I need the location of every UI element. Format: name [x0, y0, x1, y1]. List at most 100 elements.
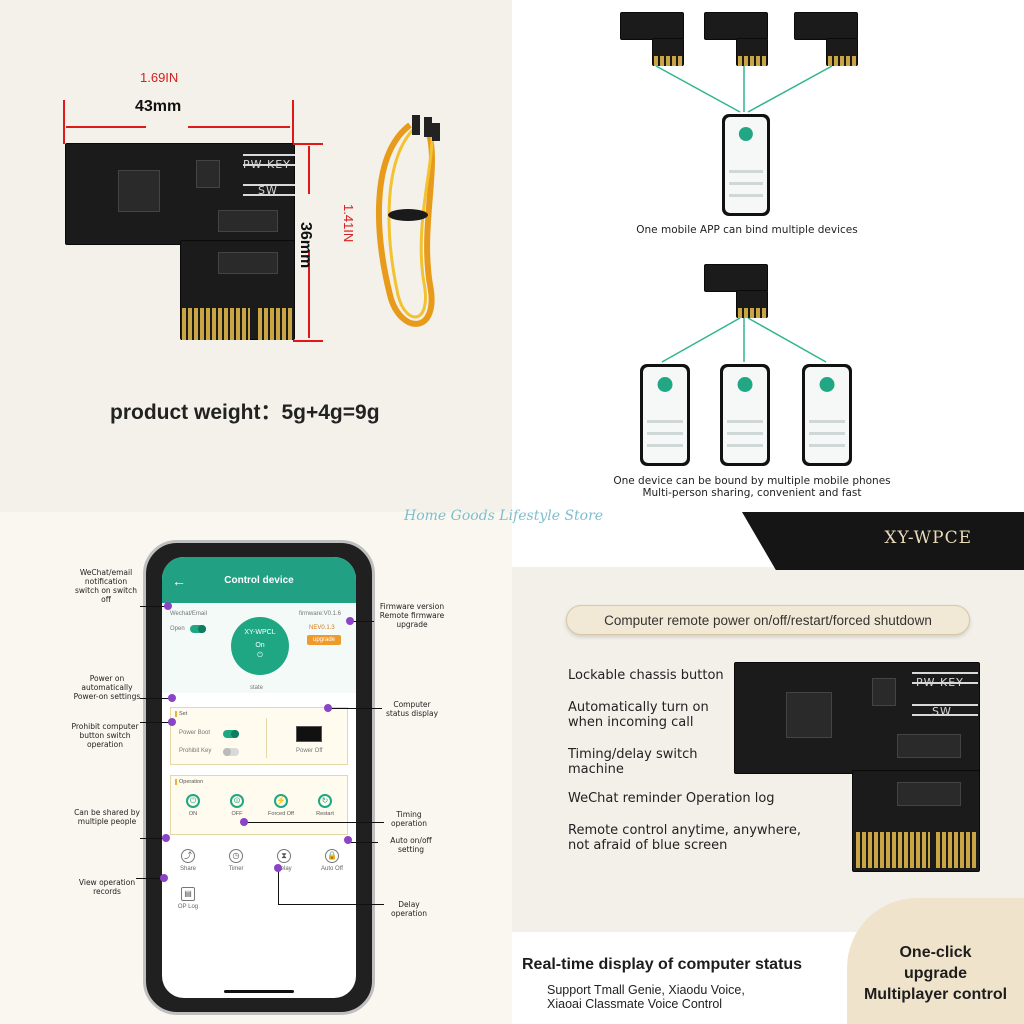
model-name: XY-WPCE [884, 528, 972, 548]
callout-dot-delay [274, 864, 282, 872]
height-guide-bottom [293, 340, 323, 342]
phone-frame: ← Control device Wechat/Email Open XY-WP… [143, 540, 375, 1015]
phone-mini-right [802, 364, 852, 466]
phone-mini-center [722, 114, 770, 216]
card-line3: Multiplayer control [863, 986, 1008, 1003]
callout-dot-prohibit [168, 718, 176, 726]
feature-auto-turn-on: Automatically turn on when incoming call [568, 700, 709, 730]
caption-one-app: One mobile APP can bind multiple devices [636, 224, 858, 236]
callout-dot-auto [344, 836, 352, 844]
store-watermark: Home Goods Lifestyle Store [404, 508, 604, 524]
share-button[interactable]: ⤴Share [179, 849, 196, 872]
callout-view: View operation records [78, 878, 136, 896]
app-panel: ← Control device Wechat/Email Open XY-WP… [0, 512, 512, 1024]
timer-button[interactable]: ◷Timer [228, 849, 244, 872]
settings-title: Set [175, 711, 187, 717]
model-banner [742, 512, 1024, 570]
callout-share: Can be shared by multiple people [74, 808, 140, 826]
monitor-icon [296, 726, 322, 742]
phone-mini-middle [720, 364, 770, 466]
op-log-button[interactable]: ▤OP Log [177, 887, 199, 910]
footer-sub-line1: Support Tmall Genie, Xiaodu Voice, [547, 983, 745, 997]
upgrade-button[interactable]: upgrade [307, 635, 342, 645]
silk-pw-key-br: PW KEY [916, 676, 964, 689]
auto-off-button[interactable]: 🔒Auto Off [321, 849, 343, 872]
phone-screen: ← Control device Wechat/Email Open XY-WP… [162, 557, 356, 998]
device-summary: Wechat/Email Open XY-WPCL On ⏻ firmware:… [162, 603, 356, 693]
op-off-button[interactable]: ⏼OFF [230, 794, 244, 817]
silk-sw: SW [258, 184, 278, 197]
dupont-cable-image [375, 115, 440, 327]
callout-dot-view [160, 874, 168, 882]
callout-dot-power-on [168, 694, 176, 702]
home-indicator [224, 990, 294, 993]
callout-timing: Timing operation [390, 810, 427, 828]
callout-power-on: Power on automatically Power-on settings [73, 674, 141, 701]
share-icon: ⤴ [181, 849, 195, 863]
settings-box: Set Power Boot Prohibit Key Power Off [170, 707, 348, 765]
upgrade-card [847, 898, 1024, 1024]
features-panel: XY-WPCE Computer remote power on/off/res… [512, 512, 1024, 1024]
operation-title: Operation [175, 779, 203, 785]
feature-wechat: WeChat reminder Operation log [568, 791, 775, 806]
caption-multi-line1: One device can be bound by multiple mobi… [613, 475, 891, 487]
delay-button[interactable]: ⧗Delay [276, 849, 292, 872]
callout-dot-firmware [346, 617, 354, 625]
prohibit-key-label: Prohibit Key [179, 748, 212, 754]
height-mm-label: 36mm [297, 222, 314, 269]
silk-pw-key: PW KEY [243, 158, 291, 171]
card-line1: One-click [899, 944, 972, 961]
power-on-icon: ⏻ [186, 794, 200, 808]
height-inches-label: 1.41IN [341, 204, 356, 243]
footer-title: Real-time display of computer status [522, 956, 803, 973]
width-arrow-left [66, 126, 146, 128]
height-arrow-top [308, 146, 310, 194]
op-forced-off-button[interactable]: ⚡Forced Off [268, 794, 294, 817]
callout-wechat: WeChat/email notification switch on swit… [75, 568, 137, 604]
callout-firmware: Firmware version Remote firmware upgrade [379, 602, 445, 629]
callout-status: Computer status display [385, 700, 439, 718]
footer-sub-line2: Xiaoai Classmate Voice Control [547, 997, 723, 1011]
width-mm-label: 43mm [135, 98, 182, 115]
device-status-circle[interactable]: XY-WPCL On ⏻ [231, 617, 289, 675]
headline-pill: Computer remote power on/off/restart/for… [566, 605, 970, 635]
monitor-status-label: Power Off [296, 748, 323, 754]
lightning-icon: ⚡ [274, 794, 288, 808]
callout-dot-timing [240, 818, 248, 826]
device-state: On [255, 642, 265, 649]
power-off-icon: ⏼ [230, 794, 244, 808]
dimensions-panel: 1.69IN 43mm PW KEY SW 36mm 1.41IN produc… [0, 0, 512, 512]
callout-prohibit: Prohibit computer button switch operatio… [71, 722, 139, 749]
new-firmware-label: NEV0.1.3 [309, 625, 335, 631]
hourglass-icon: ⧗ [277, 849, 291, 863]
height-arrow-bottom [308, 250, 310, 338]
width-guide-left [63, 100, 65, 144]
state-label: state [250, 685, 264, 691]
operation-box: Operation ⏻ON ⏼OFF ⚡Forced Off ↻Restart [170, 775, 348, 835]
phone-mini-left [640, 364, 690, 466]
width-guide-right [292, 100, 294, 144]
feature-timing: Timing/delay switch machine [568, 747, 698, 777]
op-on-button[interactable]: ⏻ON [173, 794, 213, 817]
height-guide-top [293, 143, 323, 145]
email-label: Wechat/Email [170, 611, 207, 617]
power-icon: ⏻ [257, 652, 263, 659]
firmware-label: firmware:V0.1.6 [299, 611, 342, 617]
binding-lines [655, 65, 833, 363]
caption-multi-line2: Multi-person sharing, convenient and fas… [642, 487, 862, 499]
back-arrow-icon[interactable]: ← [172, 573, 186, 589]
silk-sw-br: SW [932, 705, 952, 718]
feature-remote: Remote control anytime, anywhere, not af… [568, 823, 801, 853]
open-label: Open [170, 626, 185, 632]
callout-dot-status [324, 704, 332, 712]
device-name: XY-WPCL [244, 629, 276, 636]
prohibit-key-toggle[interactable] [223, 748, 239, 756]
email-notify-toggle[interactable] [190, 625, 206, 633]
binding-diagram-panel: One mobile APP can bind multiple devices… [512, 0, 1024, 512]
op-restart-button[interactable]: ↻Restart [316, 794, 334, 817]
width-arrow-right [188, 126, 290, 128]
power-boot-label: Power Boot [179, 730, 211, 736]
callout-dot-wechat [164, 602, 172, 610]
restart-icon: ↻ [318, 794, 332, 808]
power-boot-toggle[interactable] [223, 730, 239, 738]
